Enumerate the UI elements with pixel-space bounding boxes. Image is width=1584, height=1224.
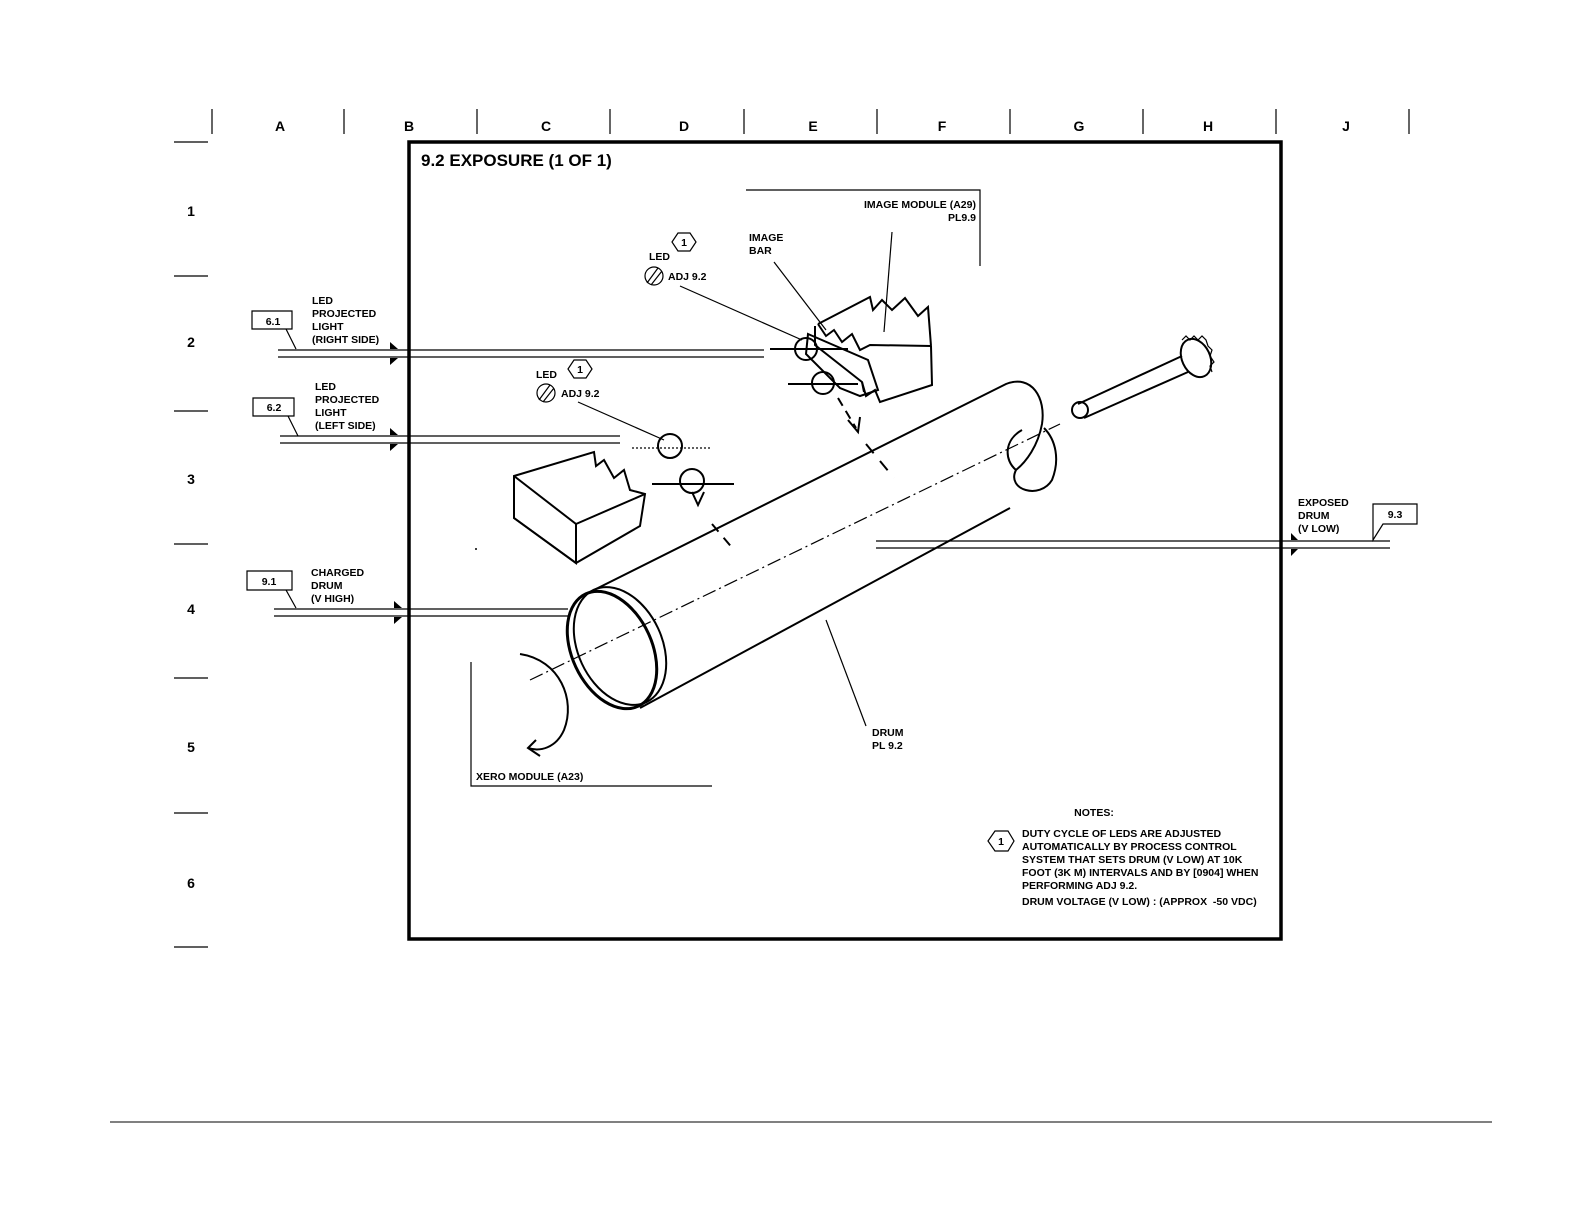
input-label-line: (LEFT SIDE) — [315, 420, 376, 432]
input-label-line: (RIGHT SIDE) — [312, 334, 379, 346]
rotation-arrow-icon — [519, 653, 569, 751]
note-line: FOOT (3K M) INTERVALS AND BY [0904] WHEN — [1022, 867, 1258, 879]
ref-flag-label: 6.1 — [266, 316, 281, 328]
led-upper-left — [657, 433, 683, 459]
grid-row-label: 1 — [187, 203, 195, 219]
input-label-line: DRUM — [311, 580, 343, 592]
output-label-line: (V LOW) — [1298, 523, 1339, 535]
ref-flag-9-3 — [1372, 503, 1418, 543]
ref-flag-label: 6.2 — [267, 402, 282, 414]
led-lower-left — [679, 468, 705, 494]
input-label-line: CHARGED — [311, 567, 365, 579]
adjust-screw-icon — [536, 383, 556, 403]
ref-flag-6-1 — [251, 310, 297, 350]
note-ref-hex — [987, 830, 1015, 852]
notes-block: NOTES: 1 DUTY CYCLE OF LEDS ARE ADJUSTED… — [987, 807, 1258, 908]
notes-heading: NOTES: — [1074, 807, 1114, 819]
xero-module: XERO MODULE (A23) — [470, 662, 712, 787]
drum: DRUM PL 9.2 — [519, 335, 1215, 757]
note-line: AUTOMATICALLY BY PROCESS CONTROL — [1022, 841, 1237, 853]
grid-col-label: H — [1203, 118, 1213, 134]
note-line: SYSTEM THAT SETS DRUM (V LOW) AT 10K — [1022, 854, 1243, 866]
grid-col-label: C — [541, 118, 551, 134]
input-label-line: PROJECTED — [315, 394, 380, 406]
note-ref-hex — [567, 359, 593, 379]
input-charged-drum: 9.1 CHARGED DRUM (V HIGH) — [246, 567, 568, 624]
note-ref-number: 1 — [577, 364, 583, 376]
grid-row-label: 5 — [187, 739, 195, 755]
image-module: IMAGE MODULE (A29) PL9.9 IMAGE BAR — [746, 189, 981, 479]
diagram-title: 9.2 EXPOSURE (1 OF 1) — [421, 151, 612, 170]
note-ref-number: 1 — [681, 237, 687, 249]
led-upper-adj: ADJ 9.2 — [668, 271, 707, 283]
note-line: DUTY CYCLE OF LEDS ARE ADJUSTED — [1022, 828, 1222, 840]
drum-voltage-note: DRUM VOLTAGE (V LOW) : (APPROX -50 VDC) — [1022, 896, 1257, 908]
note-ref-hex — [671, 232, 697, 252]
grid-col-label: E — [808, 118, 817, 134]
output-label-line: EXPOSED — [1298, 497, 1349, 509]
grid-row-label: 3 — [187, 471, 195, 487]
drum-end-face — [565, 589, 659, 711]
led-lower-adj: ADJ 9.2 — [561, 388, 600, 400]
image-bar-label: IMAGE — [749, 232, 783, 244]
grid-row-labels: 1 2 3 4 5 6 — [187, 203, 195, 891]
grid-col-label: D — [679, 118, 689, 134]
lower-led-module — [475, 433, 735, 565]
grid-row-ticks — [174, 141, 208, 948]
ref-flag-label: 9.3 — [1388, 509, 1403, 521]
adjust-screw-icon — [644, 266, 664, 286]
image-module-pl: PL9.9 — [948, 212, 976, 224]
input-led-right: 6.1 LED PROJECTED LIGHT (RIGHT SIDE) — [251, 295, 764, 365]
grid-row-label: 6 — [187, 875, 195, 891]
input-label-line: LIGHT — [315, 407, 347, 419]
led-upper-label: LED — [649, 251, 670, 263]
drum-label: DRUM — [872, 727, 904, 739]
grid-col-label: A — [275, 118, 285, 134]
grid-col-label: B — [404, 118, 414, 134]
input-label-line: LED — [312, 295, 333, 307]
image-module-label: IMAGE MODULE (A29) — [864, 199, 976, 211]
input-label-line: PROJECTED — [312, 308, 377, 320]
grid-column-ticks — [211, 109, 1410, 134]
grid-row-label: 2 — [187, 334, 195, 350]
grid-col-label: G — [1074, 118, 1085, 134]
output-label-line: DRUM — [1298, 510, 1330, 522]
note-ref-number: 1 — [998, 836, 1004, 848]
ref-flag-label: 9.1 — [262, 576, 277, 588]
output-exposed-drum: EXPOSED DRUM (V LOW) 9.3 — [876, 497, 1418, 556]
drum-drive-gear — [1071, 335, 1215, 419]
led-upper-callout: LED 1 ADJ 9.2 — [644, 232, 803, 341]
input-label-line: (V HIGH) — [311, 593, 354, 605]
ref-flag-6-2 — [252, 397, 299, 437]
input-label-line: LED — [315, 381, 336, 393]
note-line: PERFORMING ADJ 9.2. — [1022, 880, 1137, 892]
input-led-left: 6.2 LED PROJECTED LIGHT (LEFT SIDE) — [252, 381, 620, 451]
grid-column-labels: A B C D E F G H J — [275, 118, 1350, 134]
grid-col-label: J — [1342, 118, 1350, 134]
xero-module-label: XERO MODULE (A23) — [476, 771, 583, 783]
ref-flag-9-1 — [246, 570, 297, 609]
led-lower-label: LED — [536, 369, 557, 381]
grid-col-label: F — [938, 118, 947, 134]
grid-row-label: 4 — [187, 601, 195, 617]
image-bar-label: BAR — [749, 245, 772, 257]
led-lower-callout: LED 1 ADJ 9.2 — [536, 359, 665, 441]
drum-pl-label: PL 9.2 — [872, 740, 903, 752]
input-label-line: LIGHT — [312, 321, 344, 333]
